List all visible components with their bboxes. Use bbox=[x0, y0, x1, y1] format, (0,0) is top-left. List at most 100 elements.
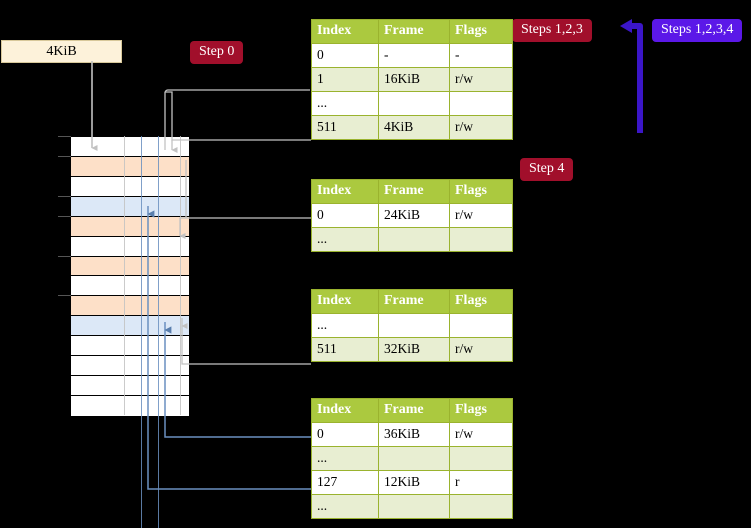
memory-row-tick bbox=[58, 215, 71, 217]
memory-guide-line bbox=[158, 136, 160, 528]
table-cell-index: 1 bbox=[311, 67, 379, 92]
memory-frame-row bbox=[71, 395, 189, 416]
table-cell-frame bbox=[378, 494, 450, 519]
table-cell-flags: - bbox=[449, 43, 513, 68]
memory-frame-row bbox=[71, 356, 189, 377]
memory-frame-row bbox=[71, 276, 189, 297]
memory-frame-row bbox=[71, 156, 189, 177]
table-cell-index: ... bbox=[311, 227, 379, 252]
memory-frame-row bbox=[71, 316, 189, 337]
column-header-flags: Flags bbox=[449, 179, 513, 204]
badge-step-0: Step 0 bbox=[190, 41, 244, 64]
table-cell-index: 127 bbox=[311, 470, 379, 495]
table-cell-frame: - bbox=[378, 43, 450, 68]
table-row: ... bbox=[311, 313, 513, 338]
table-cell-frame bbox=[378, 91, 450, 116]
table-cell-frame bbox=[378, 227, 450, 252]
table-cell-flags bbox=[449, 313, 513, 338]
memory-row-tick bbox=[58, 255, 71, 257]
column-header-frame: Frame bbox=[378, 398, 450, 423]
column-header-frame: Frame bbox=[378, 179, 450, 204]
memory-row-tick bbox=[58, 136, 71, 137]
badge-steps-1234-label: Steps 1,2,3,4 bbox=[661, 22, 734, 37]
memory-guide-line bbox=[180, 136, 182, 415]
memory-frame-row bbox=[71, 256, 189, 277]
table-cell-frame bbox=[378, 446, 450, 471]
column-header-index: Index bbox=[311, 179, 379, 204]
table-cell-frame bbox=[378, 313, 450, 338]
badge-steps-123: Steps 1,2,3 bbox=[512, 19, 592, 42]
table-cell-index: 0 bbox=[311, 43, 379, 68]
table-cell-frame: 32KiB bbox=[378, 337, 450, 362]
badge-steps-123-label: Steps 1,2,3 bbox=[521, 22, 583, 37]
badge-steps-1234: Steps 1,2,3,4 bbox=[652, 19, 743, 42]
table-cell-index: 0 bbox=[311, 203, 379, 228]
memory-frame-row bbox=[71, 196, 189, 217]
memory-frame-row bbox=[71, 376, 189, 396]
table-cell-frame: 4KiB bbox=[378, 115, 450, 140]
table-row: ... bbox=[311, 91, 513, 116]
table-row: ... bbox=[311, 227, 513, 252]
memory-guide-line bbox=[141, 136, 143, 528]
memory-row-tick bbox=[58, 295, 71, 297]
connector-pml4-1-stub bbox=[164, 89, 310, 93]
column-header-flags: Flags bbox=[449, 398, 513, 423]
table-cell-flags: r/w bbox=[449, 115, 513, 140]
table-row: ... bbox=[311, 446, 513, 471]
table-cell-flags: r bbox=[449, 470, 513, 495]
table-row: 0-- bbox=[311, 43, 513, 68]
table-cell-index: ... bbox=[311, 446, 379, 471]
column-header-frame: Frame bbox=[378, 289, 450, 314]
table-cell-flags: r/w bbox=[449, 337, 513, 362]
badge-step-0-label: Step 0 bbox=[199, 44, 235, 59]
table-cell-index: 511 bbox=[311, 115, 379, 140]
memory-frame-row bbox=[71, 137, 189, 157]
connector-pml4-511-left bbox=[165, 91, 311, 141]
table-cell-index: 0 bbox=[311, 422, 379, 447]
memory-frame-row bbox=[71, 236, 189, 257]
column-header-flags: Flags bbox=[449, 289, 513, 314]
column-header-frame: Frame bbox=[378, 19, 450, 44]
table-cell-index: ... bbox=[311, 313, 379, 338]
table-cell-frame: 24KiB bbox=[378, 203, 450, 228]
connector-pd-511-route bbox=[181, 326, 311, 365]
table-cell-flags: r/w bbox=[449, 67, 513, 92]
table-cell-flags bbox=[449, 227, 513, 252]
table-cell-frame: 36KiB bbox=[378, 422, 450, 447]
memory-frame-row bbox=[71, 176, 189, 197]
column-header-index: Index bbox=[311, 19, 379, 44]
table-cell-flags: r/w bbox=[449, 203, 513, 228]
table-cell-frame: 12KiB bbox=[378, 470, 450, 495]
physical-memory-column bbox=[70, 136, 190, 416]
bracket-arrow-steps bbox=[632, 23, 643, 133]
column-header-index: Index bbox=[311, 289, 379, 314]
table-row: ... bbox=[311, 494, 513, 519]
column-header-flags: Flags bbox=[449, 19, 513, 44]
frame-4kib-label: 4KiB bbox=[46, 43, 77, 59]
table-cell-frame: 16KiB bbox=[378, 67, 450, 92]
badge-step-4: Step 4 bbox=[520, 158, 574, 181]
memory-frame-row bbox=[71, 336, 189, 357]
connector-pdp-0-route bbox=[185, 160, 311, 219]
table-cell-index: ... bbox=[311, 494, 379, 519]
memory-frame-row bbox=[71, 296, 189, 317]
memory-row-tick bbox=[58, 195, 71, 197]
memory-frame-row bbox=[71, 216, 189, 237]
table-cell-flags bbox=[449, 91, 513, 116]
badge-step-4-label: Step 4 bbox=[529, 161, 565, 176]
table-cell-index: ... bbox=[311, 91, 379, 116]
table-cell-flags bbox=[449, 446, 513, 471]
bracket-arrow-head-icon bbox=[620, 19, 632, 33]
column-header-index: Index bbox=[311, 398, 379, 423]
table-cell-flags bbox=[449, 494, 513, 519]
